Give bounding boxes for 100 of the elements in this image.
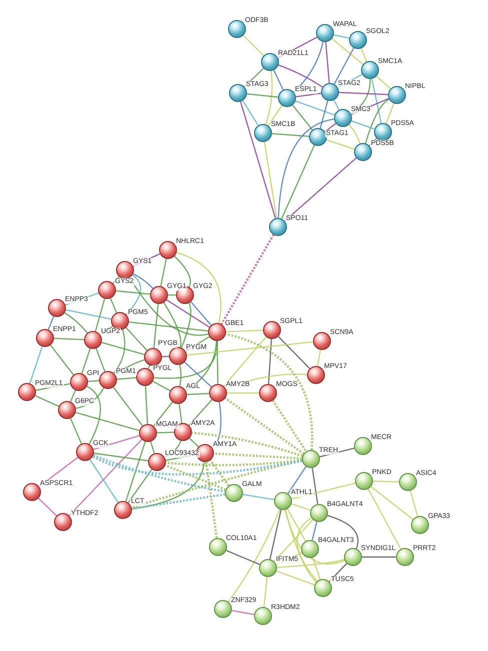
edge-line [242,494,274,500]
edge-line [273,70,284,90]
edge-line [152,380,170,392]
edge-line [226,330,264,332]
edge-line [223,336,267,387]
edge-line [316,350,322,366]
edge-line [386,103,394,124]
edge-line [242,34,264,56]
edge-line [132,273,154,289]
edge-line [281,144,315,220]
dotted-edge-line [272,400,308,452]
edge-line [338,92,388,96]
edge-line [96,348,106,372]
edge-line [144,386,148,424]
edge-line [226,550,260,566]
edge-line [228,509,280,602]
edge-line [160,258,167,286]
edge-line [272,133,310,137]
edge-line [186,341,314,356]
edge-line [295,100,335,116]
edge-line [110,298,118,313]
edge-line [128,469,152,503]
edge-line [166,299,210,328]
dotted-edge-line [224,397,304,455]
edge-line [180,302,192,348]
dotted-edge-line [164,464,226,491]
edge-line [372,480,400,482]
edge-line [70,390,76,402]
edge-line [312,468,318,504]
edge-line [188,399,212,426]
dotted-edge-line [220,234,274,325]
edge-line [312,522,318,540]
edge-line [128,321,208,332]
edge-line [351,120,375,130]
edge-line [81,348,91,374]
edge-line [246,93,278,98]
edge-line [284,510,345,564]
edge-line [150,441,155,454]
edge-line [410,490,418,516]
dotted-edge-line [205,462,218,538]
dotted-edge-line [214,452,302,460]
edge-line [34,395,60,407]
edge-line [189,438,199,448]
edge-line [278,118,334,218]
edge-line [268,338,272,384]
edge-line [370,486,414,520]
dotted-edge-line [92,455,302,476]
edge-line [38,498,57,516]
edge-line [263,576,268,608]
edge-line [348,124,361,144]
edge-line [116,377,136,380]
edge-line [278,336,310,369]
edge-line [334,48,354,84]
edge-line [327,515,359,549]
edge-line [371,78,382,124]
edge-line [334,34,350,39]
edge-line [163,302,182,348]
edge-line [94,298,106,332]
edge-line [102,342,144,356]
edge-line [89,459,119,503]
edge-line [326,139,355,150]
dotted-edge-line [92,454,226,493]
edge-line [312,557,321,580]
edge-line [278,64,323,88]
edge-line [68,439,142,516]
edge-line [153,304,159,348]
edge-line [276,570,315,586]
dotted-edge-line [166,458,302,466]
edge-line [333,100,340,110]
edge-line [376,76,391,90]
dotted-edge-line [132,493,226,510]
edge-line [64,312,88,334]
edge-line [132,462,205,510]
edge-line [125,441,146,502]
edge-line [296,92,322,98]
edge-line [269,510,282,560]
edge-line [29,346,43,384]
edge-line [50,344,74,376]
edge-line [240,101,276,219]
edge-line [70,418,82,444]
dotted-edge-line [192,432,303,458]
edge-line [368,488,402,550]
edge-line [126,327,148,351]
edge-line [268,105,282,126]
edge-line [186,392,210,396]
edge-line [232,610,254,616]
edge-line [86,386,101,444]
edge-line [325,42,330,84]
edge-line [76,412,140,432]
edge-line [176,252,222,324]
edge-line [276,558,345,568]
dotted-edge-line [209,460,230,486]
edge-line [54,338,84,340]
edge-line [265,70,273,125]
edge-line [190,301,212,326]
edge-line [274,519,314,562]
edge-line [284,510,317,582]
edge-line [296,517,318,582]
edge-line [332,38,364,65]
edge-line [360,48,368,62]
